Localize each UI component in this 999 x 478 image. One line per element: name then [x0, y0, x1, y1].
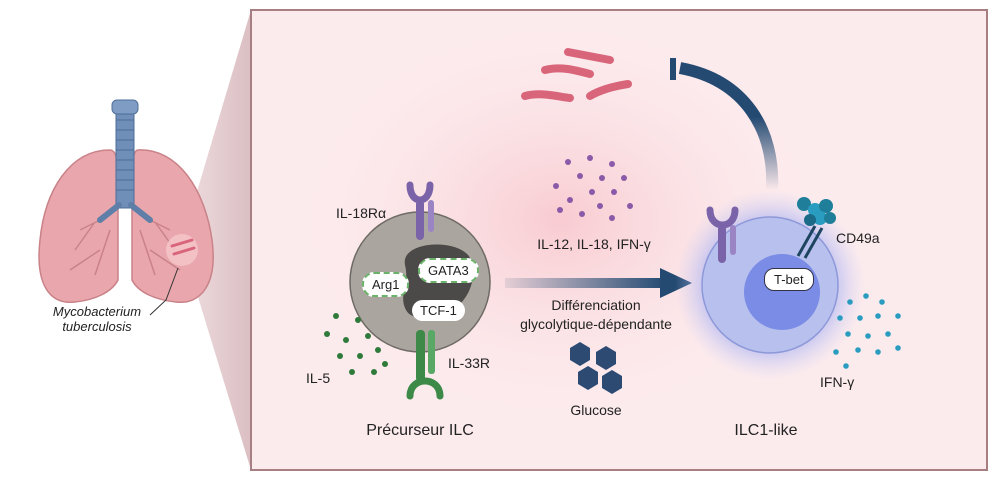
inhibition-arrow	[678, 62, 779, 191]
zoom-connector	[182, 10, 251, 470]
il33r-receptor	[406, 330, 444, 400]
lung-caption: Mycobacterium tuberculosis	[42, 304, 152, 334]
process-line-1: Différenciation	[551, 297, 641, 313]
cytokine-dots	[553, 155, 633, 221]
caption-line-1: Mycobacterium	[52, 304, 142, 319]
il18r-label: IL-18Rα	[336, 205, 387, 221]
ilc1-title: ILC1-like	[734, 422, 798, 439]
ifng-label: IFN-γ	[820, 374, 855, 390]
cytokines-label: IL-12, IL-18, IFN-γ	[537, 236, 651, 252]
cd49a-integrin	[796, 197, 836, 259]
ifng-dots	[833, 293, 901, 369]
il5-dots	[324, 313, 388, 375]
lungs-illustration	[38, 99, 214, 316]
process-line-2: glycolytique-dépendante	[520, 316, 672, 332]
inhibition-bar	[670, 58, 676, 80]
glucose-label: Glucose	[570, 402, 622, 418]
glucose-hexagons	[570, 342, 622, 394]
tbet-badge: T-bet	[764, 268, 814, 291]
il5-label: IL-5	[306, 370, 331, 386]
gata3-badge: GATA3	[418, 258, 479, 283]
precursor-title: Précurseur ILC	[366, 422, 474, 439]
tcf1-badge: TCF-1	[412, 300, 465, 321]
caption-line-2: tuberculosis	[62, 319, 132, 334]
il18r-receptor	[406, 181, 434, 240]
il33r-label: IL-33R	[448, 355, 491, 371]
bacteria-cluster	[521, 48, 632, 102]
arg1-badge: Arg1	[362, 272, 410, 297]
cd49a-label: CD49a	[836, 230, 880, 246]
ilc1-receptor	[706, 206, 739, 263]
